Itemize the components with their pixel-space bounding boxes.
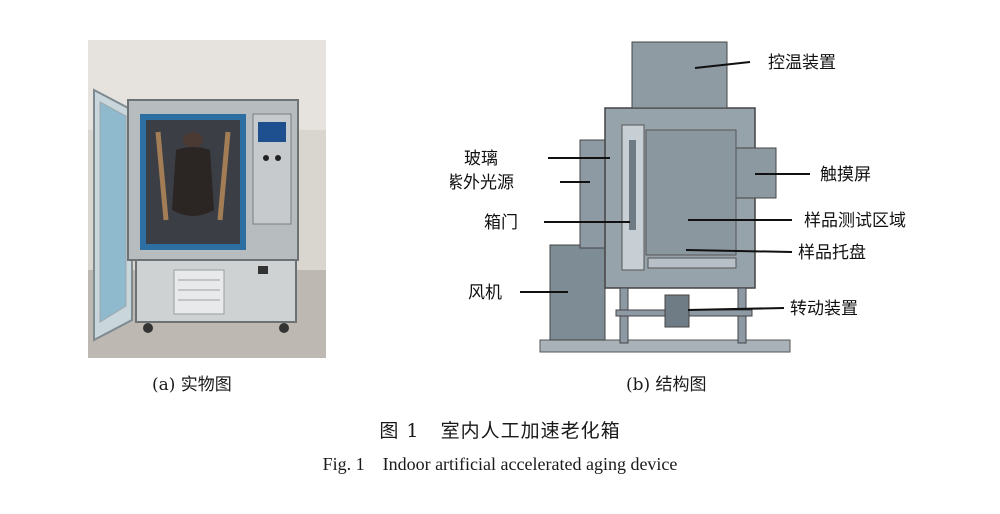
figure-caption-en: Fig. 1 Indoor artificial accelerated agi…	[0, 454, 1000, 475]
temp-control-box	[631, 41, 728, 109]
structure-diagram: 控温装置 玻璃 金属卤素紫外光源 触摸屏 箱门 样品测试区域 样品托盘 风机 转…	[450, 41, 906, 353]
figure-title-cn: 室内人工加速老化箱	[440, 420, 621, 442]
figure-number-cn: 图 1	[379, 420, 420, 442]
label-door: 箱门	[484, 213, 518, 233]
fan-box	[549, 244, 606, 341]
subfigure-b-caption: (b) 结构图	[626, 375, 707, 395]
label-sample-tray: 样品托盘	[798, 243, 866, 263]
label-sample-area: 样品测试区域	[804, 211, 906, 231]
photo-aging-chamber	[88, 40, 326, 358]
label-uv-source: 金属卤素紫外光源	[450, 173, 514, 193]
label-temp-control: 控温装置	[768, 53, 836, 73]
motor	[664, 294, 690, 328]
glass-column	[579, 139, 609, 249]
label-glass: 玻璃	[464, 149, 498, 169]
base-platform	[539, 339, 791, 353]
touch-screen-photo	[258, 122, 286, 142]
tray	[647, 257, 737, 269]
label-touch-screen: 触摸屏	[820, 165, 871, 185]
mannequin	[172, 147, 214, 216]
label-rotation-device: 转动装置	[790, 299, 858, 319]
subfigure-a-caption: (a) 实物图	[152, 375, 232, 395]
label-fan: 风机	[468, 283, 502, 303]
figure-number-en: Fig. 1	[322, 454, 365, 474]
figure-title-en: Indoor artificial accelerated aging devi…	[382, 454, 678, 474]
test-area	[645, 129, 737, 256]
figure-caption-cn: 图 1 室内人工加速老化箱	[0, 416, 1000, 443]
